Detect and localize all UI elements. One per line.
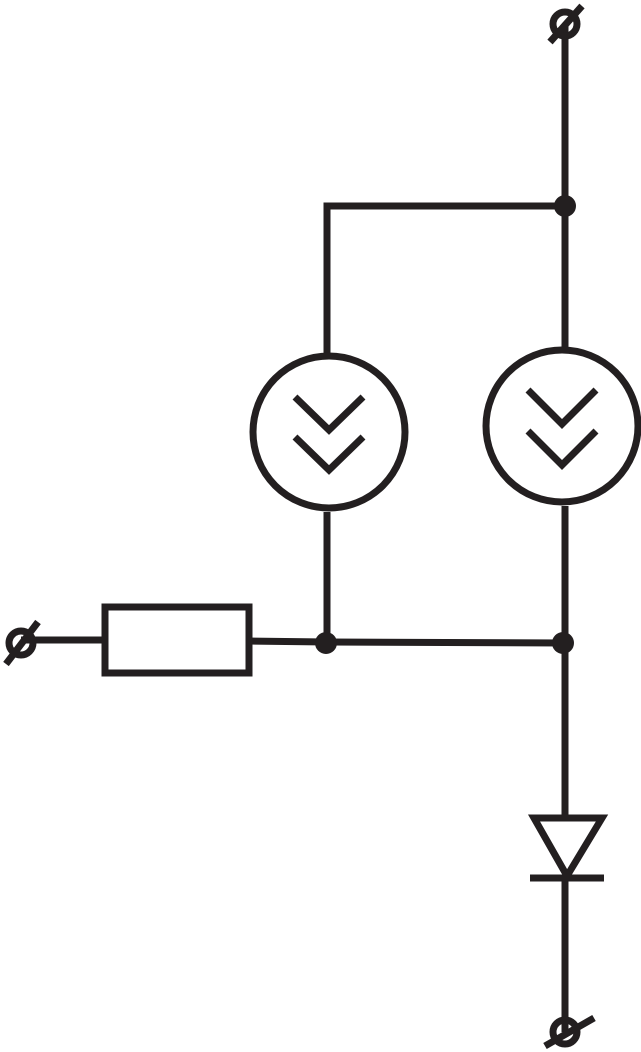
current-source-left-chevron-lower <box>292 434 366 475</box>
current-source-right-circle <box>482 346 641 506</box>
wire-top-branch-to-left-source <box>323 202 565 354</box>
diode-triangle <box>527 814 609 883</box>
wire-resistor-to-junction <box>248 637 328 646</box>
terminal-bottom <box>543 1014 596 1050</box>
junction-mid-left <box>315 632 337 654</box>
diode <box>527 814 609 883</box>
current-source-left-chevron-upper <box>292 394 366 435</box>
terminal-top <box>547 3 585 45</box>
current-source-right-chevron-lower <box>525 428 599 470</box>
terminal-left-slash <box>3 619 41 667</box>
junction-mid-right <box>552 632 574 654</box>
wire-mid-horizontal <box>326 638 566 647</box>
current-source-left-circle <box>249 352 409 512</box>
wires <box>21 26 569 1032</box>
junction-top-right <box>554 195 576 217</box>
terminal-bottom-slash <box>543 1014 596 1050</box>
terminal-left-circle <box>5 627 37 659</box>
current-source-right-chevron-upper <box>525 387 599 429</box>
resistor <box>101 603 253 677</box>
current-source-left <box>249 352 409 512</box>
terminal-bottom-circle <box>549 1016 581 1048</box>
current-source-right <box>482 346 641 506</box>
terminal-top-circle <box>549 8 581 40</box>
terminal-top-slash <box>547 3 585 45</box>
terminal-left <box>3 619 41 667</box>
